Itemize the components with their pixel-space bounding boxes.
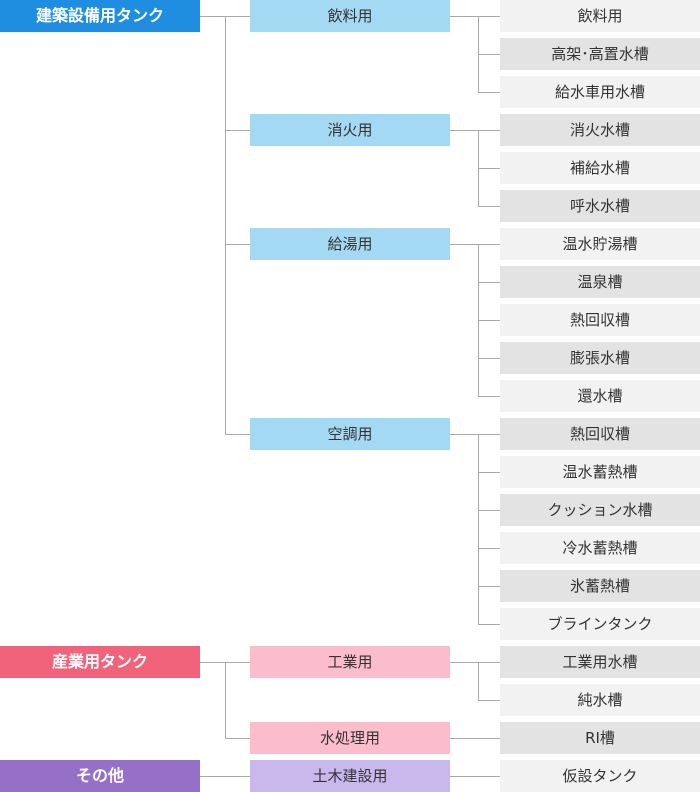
item-box: 熱回収槽 [500, 418, 700, 450]
item-box: 温泉槽 [500, 266, 700, 298]
item-box: 工業用水槽 [500, 646, 700, 678]
item-box: 飲料用 [500, 0, 700, 32]
subcategory-box: 工業用 [250, 646, 450, 678]
item-box: 膨張水槽 [500, 342, 700, 374]
item-box: 熱回収槽 [500, 304, 700, 336]
item-box: 呼水水槽 [500, 190, 700, 222]
category-box: 産業用タンク [0, 646, 200, 678]
subcategory-box: 水処理用 [250, 722, 450, 754]
item-box: RI槽 [500, 722, 700, 754]
category-box: 建築設備用タンク [0, 0, 200, 32]
item-box: ブラインタンク [500, 608, 700, 640]
item-box: 消火水槽 [500, 114, 700, 146]
item-box: 仮設タンク [500, 760, 700, 792]
item-box: 純水槽 [500, 684, 700, 716]
item-box: 冷水蓄熱槽 [500, 532, 700, 564]
category-box: その他 [0, 760, 200, 792]
item-box: 給水車用水槽 [500, 76, 700, 108]
subcategory-box: 消火用 [250, 114, 450, 146]
subcategory-box: 空調用 [250, 418, 450, 450]
subcategory-box: 給湯用 [250, 228, 450, 260]
item-box: 補給水槽 [500, 152, 700, 184]
item-box: 還水槽 [500, 380, 700, 412]
item-box: 温水貯湯槽 [500, 228, 700, 260]
item-box: クッション水槽 [500, 494, 700, 526]
item-box: 高架･高置水槽 [500, 38, 700, 70]
item-box: 氷蓄熱槽 [500, 570, 700, 602]
item-box: 温水蓄熱槽 [500, 456, 700, 488]
subcategory-box: 飲料用 [250, 0, 450, 32]
subcategory-box: 土木建設用 [250, 760, 450, 792]
